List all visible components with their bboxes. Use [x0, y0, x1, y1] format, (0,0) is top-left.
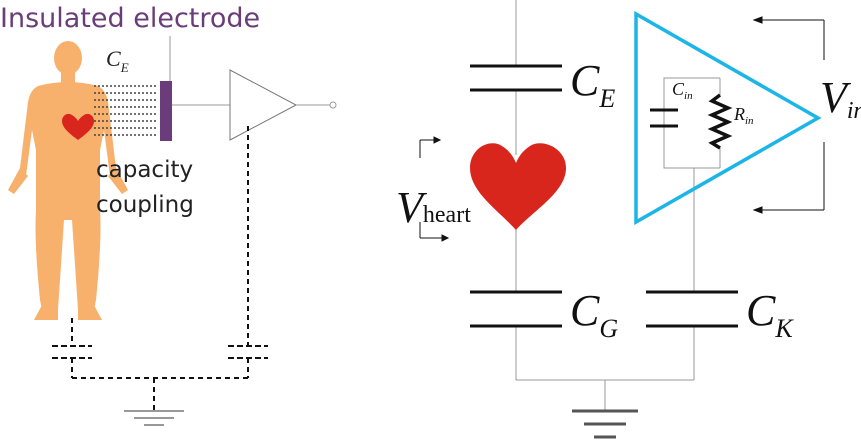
vheart-arrows: [419, 136, 450, 242]
right-ck-main: C: [746, 286, 776, 335]
heart-source-icon: [470, 143, 566, 230]
svg-text:CG: CG: [570, 286, 618, 343]
left-title: Insulated electrode: [0, 3, 260, 34]
ce-capacitor: [470, 64, 562, 92]
coupling-text-line1: capacity: [96, 157, 193, 183]
right-ground-icon: [572, 409, 638, 439]
vin-sub: in: [847, 98, 861, 124]
human-body: [8, 41, 128, 320]
amplifier-triangle: [634, 10, 822, 226]
left-amplifier: [229, 69, 298, 141]
right-ck-sub: K: [774, 314, 794, 343]
svg-text:Rin: Rin: [733, 104, 754, 127]
rin-sub: in: [745, 115, 754, 127]
cin-capacitor: [650, 108, 678, 128]
vin-arrows: [752, 16, 825, 214]
coupling-field-lines: [94, 85, 158, 136]
svg-text:Cin: Cin: [672, 79, 693, 102]
left-ground-icon: [124, 410, 184, 426]
cin-main: C: [672, 79, 685, 99]
svg-text:CK: CK: [746, 286, 794, 343]
right-ce-sub: E: [598, 84, 615, 113]
vheart-main: V: [396, 183, 428, 232]
rin-main: R: [733, 104, 745, 124]
svg-text:Vheart: Vheart: [396, 183, 471, 232]
vheart-sub: heart: [423, 202, 471, 228]
right-cg-main: C: [570, 286, 600, 335]
cg-capacitor: [470, 290, 562, 328]
ck-capacitor: [646, 290, 738, 328]
svg-text:CE: CE: [106, 46, 129, 75]
small-heart-icon: [62, 113, 94, 140]
svg-text:CE: CE: [570, 56, 615, 113]
rin-resistor: [707, 93, 733, 150]
svg-text:Vin: Vin: [820, 73, 861, 124]
electrode-plate: [160, 81, 172, 141]
output-terminal: [329, 101, 337, 109]
right-cg-sub: G: [599, 314, 618, 343]
right-ce-main: C: [570, 56, 600, 105]
cin-sub: in: [684, 90, 693, 102]
left-ground-capacitors: [52, 345, 268, 359]
circuit-wires: [515, 0, 721, 410]
dashed-ground-path: [71, 126, 249, 410]
left-ce-main: C: [106, 46, 121, 71]
vin-main: V: [820, 73, 852, 122]
left-ce-sub: E: [120, 60, 129, 75]
coupling-text-line2: coupling: [96, 192, 194, 218]
